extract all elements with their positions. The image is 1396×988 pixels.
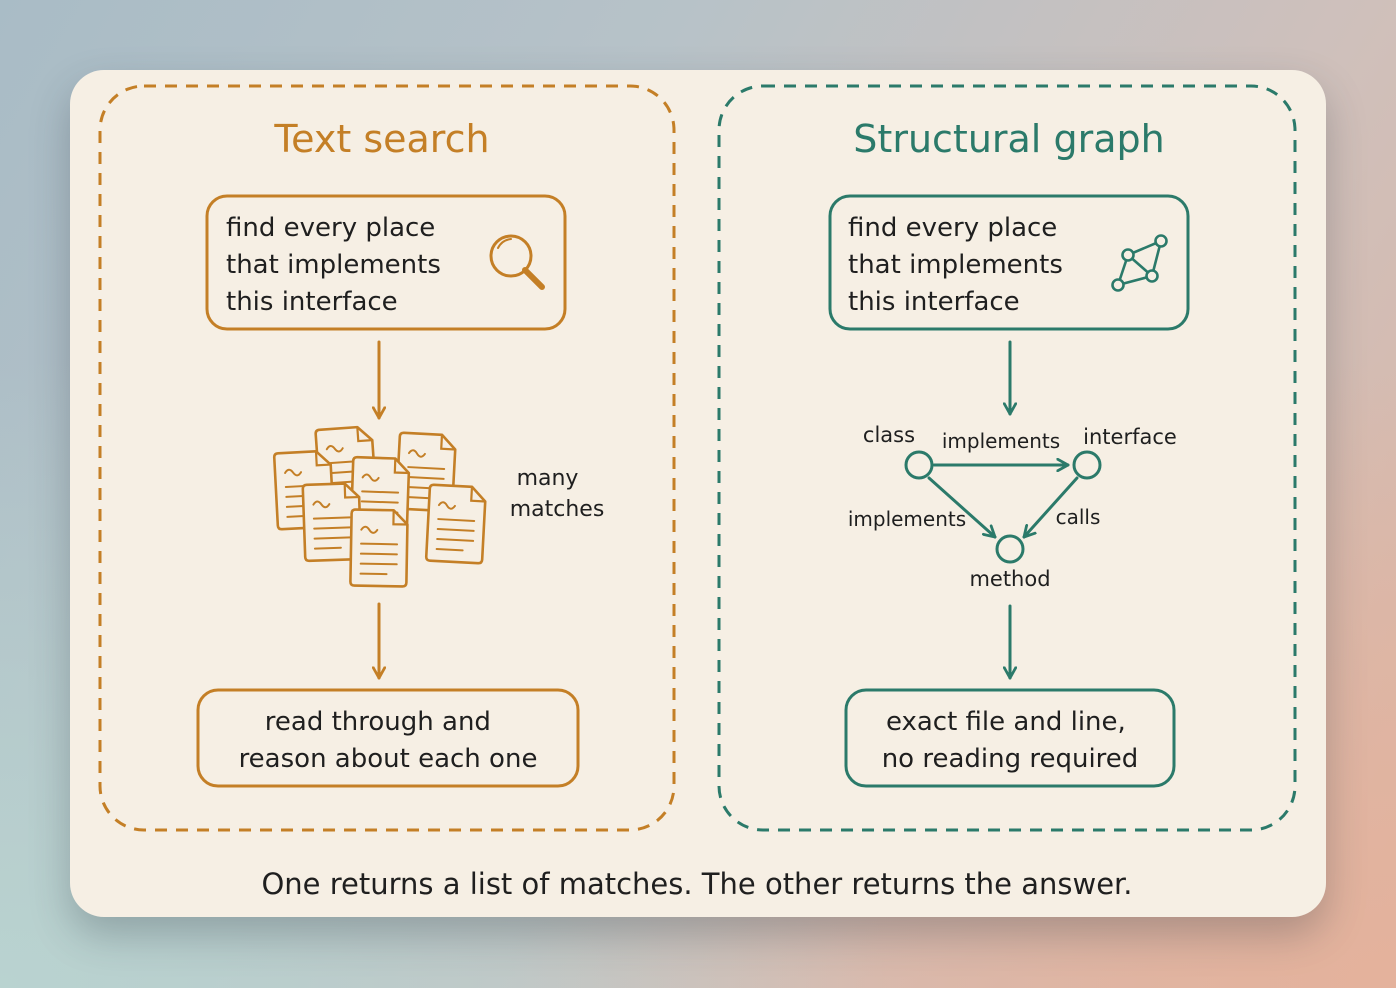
- many-matches-line: many: [517, 466, 579, 491]
- structural-graph-query-line: that implements: [848, 250, 1063, 280]
- graph-icon: [1111, 234, 1168, 292]
- edge-interface-method-label: calls: [1056, 505, 1101, 529]
- node-interface-label: interface: [1083, 425, 1177, 449]
- node-method: [995, 534, 1025, 564]
- node-class-label: class: [863, 423, 915, 447]
- text-search-query-line: find every place: [226, 213, 435, 243]
- structural-graph-title: Structural graph: [853, 117, 1164, 161]
- svg-text:read through and reaso: read through and reason about each one: [239, 707, 538, 774]
- text-search-result-line: reason about each one: [239, 744, 538, 774]
- text-search-query-box: find every place that implements this in…: [205, 194, 567, 331]
- text-search-query-line: that implements: [226, 250, 441, 280]
- svg-text:find every place that: find every place that implements this in…: [226, 213, 449, 317]
- caption: One returns a list of matches. The other…: [261, 867, 1132, 901]
- document-icon: [424, 483, 487, 565]
- svg-text:find every place that: find every place that implements this in…: [848, 213, 1071, 317]
- document-pile-icon: [272, 425, 487, 588]
- structural-graph-query-box: find every place that implements this in…: [828, 194, 1190, 331]
- text-search-title: Text search: [273, 117, 489, 161]
- text-search-result-box: read through and reason about each one: [196, 688, 580, 788]
- structural-graph-panel: Structural graph find every place that i…: [717, 84, 1297, 832]
- edge-interface-method: [1022, 476, 1079, 539]
- magnifier-icon: [489, 234, 545, 290]
- many-matches-line: matches: [510, 497, 605, 522]
- node-method-label: method: [969, 567, 1050, 591]
- edge-class-method: [927, 476, 997, 539]
- edge-class-interface-label: implements: [942, 429, 1060, 453]
- structural-graph-result-line: no reading required: [882, 744, 1139, 774]
- structural-graph-result-line: exact file and line,: [886, 707, 1126, 737]
- text-search-frame: [98, 84, 676, 832]
- structural-graph-query-line: this interface: [848, 287, 1020, 317]
- text-search-result-line: read through and: [265, 707, 491, 737]
- text-search-panel: Text search find every place that implem…: [98, 84, 676, 832]
- many-matches-label: many matches: [510, 466, 605, 522]
- node-interface: [1072, 450, 1102, 480]
- edge-class-method-label: implements: [848, 507, 966, 531]
- text-search-query-line: this interface: [226, 287, 398, 317]
- node-class: [904, 450, 934, 480]
- structural-graph-query-line: find every place: [848, 213, 1057, 243]
- structural-graph-frame: [717, 84, 1297, 832]
- structural-graph-result-box: exact file and line, no reading required: [844, 688, 1176, 788]
- structural-graph: class interface method implements implem…: [848, 423, 1177, 591]
- document-icon: [349, 508, 409, 588]
- svg-text:exact file and line, n: exact file and line, no reading required: [882, 707, 1139, 774]
